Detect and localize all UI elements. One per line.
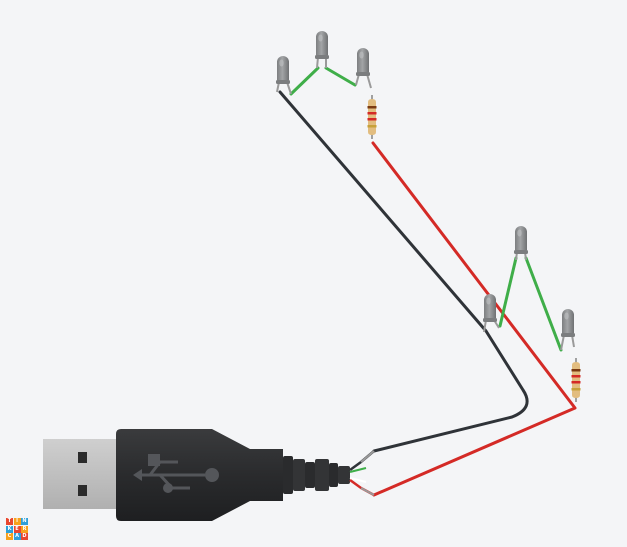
resistor-bottom[interactable]: [570, 357, 582, 403]
led-bottom-left[interactable]: [483, 294, 500, 333]
logo-tile: N: [21, 518, 28, 525]
wire-green-bottom-1[interactable]: [498, 256, 518, 328]
logo-tile: T: [6, 518, 13, 525]
logo-tile: E: [13, 525, 21, 533]
resistor-top[interactable]: [366, 94, 378, 140]
usb-plug-metal: [43, 439, 117, 509]
wire-black[interactable]: [278, 90, 529, 453]
logo-tile: R: [21, 525, 28, 533]
logo-tile: A: [13, 533, 21, 540]
logo-tile: D: [21, 533, 28, 540]
led-top-left[interactable]: [276, 56, 292, 95]
wire-green-top-1[interactable]: [289, 66, 320, 96]
wire-green-bottom-2[interactable]: [524, 256, 563, 352]
led-top-right[interactable]: [355, 48, 372, 89]
logo-tile: I: [13, 518, 21, 525]
led-bottom-top[interactable]: [514, 226, 528, 261]
usb-cable[interactable]: [43, 429, 375, 521]
wire-green-top-2[interactable]: [324, 66, 357, 87]
led-top-middle[interactable]: [315, 31, 329, 69]
led-bottom-right[interactable]: [560, 309, 575, 351]
logo-tile: K: [6, 525, 13, 533]
usb-trident-icon: [133, 454, 219, 493]
wire-red[interactable]: [371, 141, 577, 497]
logo-tile: C: [6, 533, 13, 540]
